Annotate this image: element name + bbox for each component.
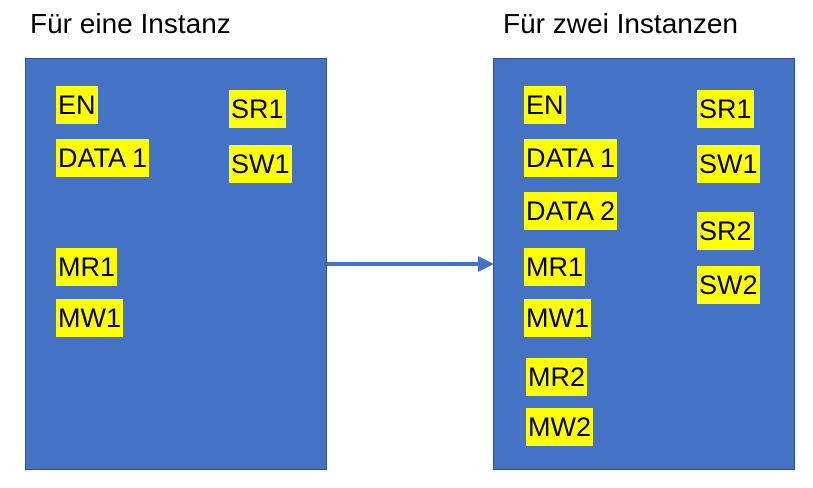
left-label-data1: DATA 1 [56, 139, 150, 177]
right-label-sw2: SW2 [697, 266, 760, 304]
left-label-mr1: MR1 [56, 248, 118, 286]
left-label-sr1: SR1 [229, 90, 286, 128]
left-label-mw1: MW1 [56, 299, 123, 337]
left-label-sw1: SW1 [229, 145, 292, 183]
left-panel-title: Für eine Instanz [30, 8, 231, 39]
right-label-sw1: SW1 [697, 145, 760, 183]
right-label-sr2: SR2 [697, 212, 754, 250]
right-label-sr1: SR1 [697, 90, 754, 128]
right-label-data1: DATA 1 [524, 139, 618, 177]
right-label-en: EN [524, 86, 566, 124]
right-label-data2: DATA 2 [524, 192, 618, 230]
right-label-mr2: MR2 [526, 358, 588, 396]
left-label-en: EN [56, 86, 98, 124]
right-label-mr1: MR1 [524, 248, 586, 286]
right-label-mw1: MW1 [524, 299, 591, 337]
right-label-mw2: MW2 [526, 408, 593, 446]
right-panel-title: Für zwei Instanzen [503, 8, 738, 39]
arrow-head-icon [478, 256, 494, 272]
